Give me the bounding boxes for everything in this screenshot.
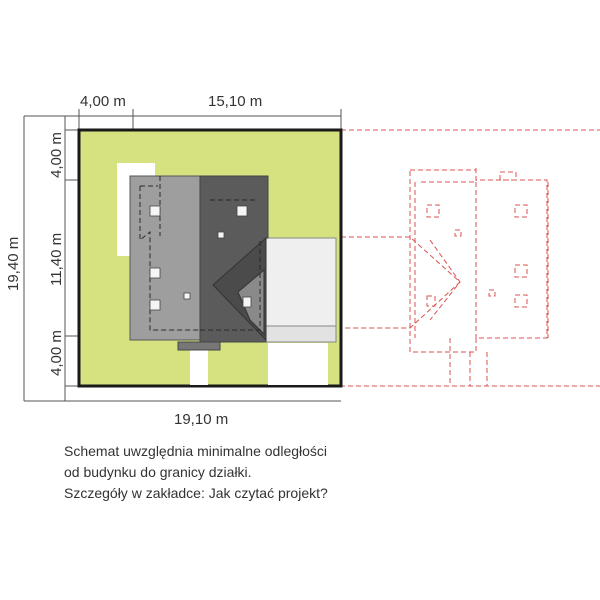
dimension-lines xyxy=(23,109,342,402)
dim-left-middle: 11,40 m xyxy=(48,233,65,286)
dim-top-right: 15,10 m xyxy=(208,93,262,110)
dim-left-total: 19,40 m xyxy=(5,237,22,291)
note-line-1: Schemat uwzględnia minimalne odległości xyxy=(64,443,328,459)
garage-roof xyxy=(265,237,337,343)
dim-left-bottom: 4,00 m xyxy=(48,330,65,376)
dim-left-top: 4,00 m xyxy=(48,132,65,178)
dim-top-left: 4,00 m xyxy=(80,93,126,110)
driveway xyxy=(268,343,328,385)
entrance-step xyxy=(177,341,221,351)
skylights xyxy=(149,205,252,311)
path xyxy=(190,345,208,385)
plan-note: Schemat uwzględnia minimalne odległości … xyxy=(64,441,384,504)
note-line-3: Szczegóły w zakładce: Jak czytać projekt… xyxy=(64,485,328,501)
note-line-2: od budynku do granicy działki. xyxy=(64,464,252,480)
roof-west xyxy=(129,175,201,341)
neighbor-house-outline xyxy=(340,129,600,387)
dim-bottom: 19,10 m xyxy=(174,411,228,428)
wall-outline xyxy=(139,176,261,331)
